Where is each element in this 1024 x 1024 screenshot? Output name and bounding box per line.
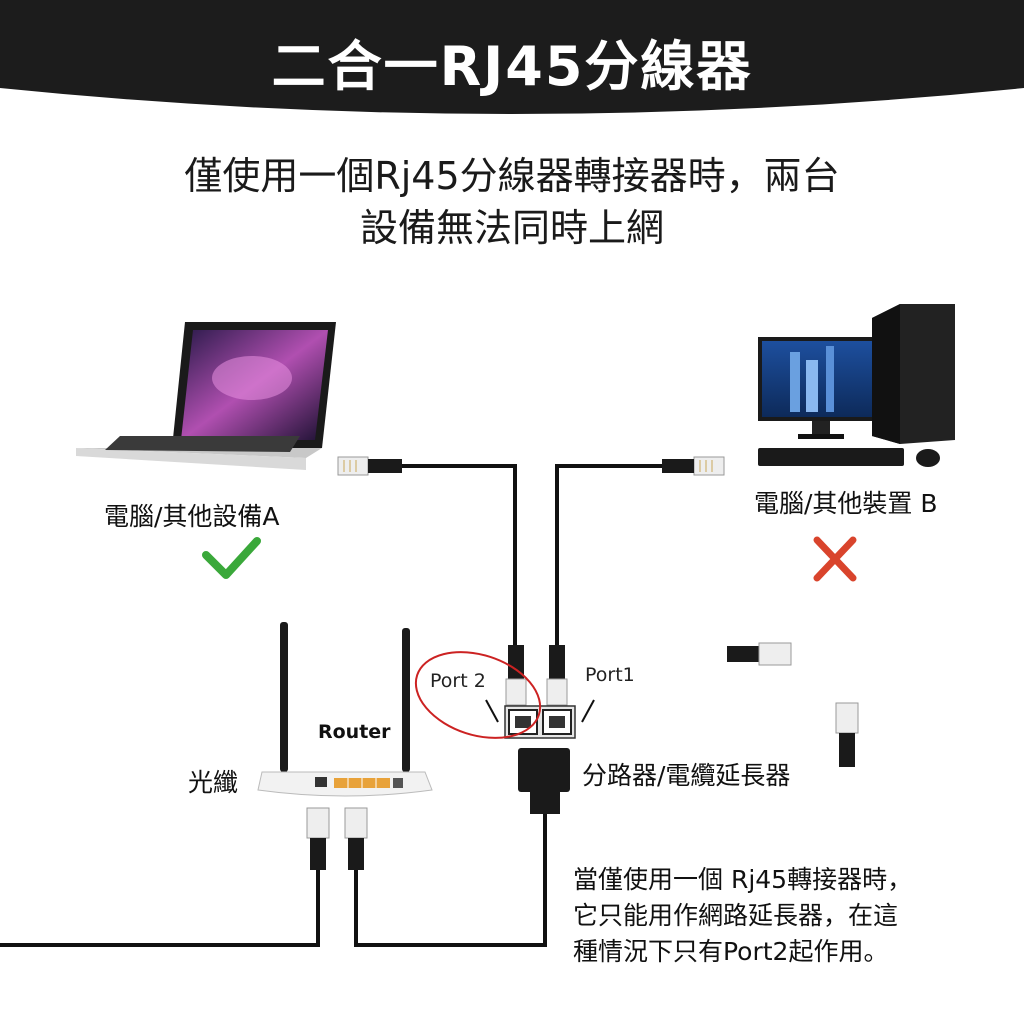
fiber-label: 光纖 <box>188 768 239 797</box>
device-b-label: 電腦/其他裝置 B <box>754 489 938 518</box>
rj45-plug-icon <box>727 642 792 666</box>
laptop-icon <box>76 322 336 470</box>
rj45-plug-icon <box>306 807 330 870</box>
router-icon <box>257 622 433 797</box>
splitter-label: 分路器/電纜延長器 <box>582 761 791 790</box>
note-line2: 它只能用作網路延長器，在這 <box>573 901 899 930</box>
banner-shape <box>0 0 1024 114</box>
desktop-pc-icon <box>758 304 955 467</box>
cables <box>0 464 662 947</box>
cross-icon <box>813 536 857 582</box>
rj45-plug-icon <box>344 807 368 870</box>
subtitle-line1: 僅使用一個Rj45分線器轉接器時，兩台 <box>184 154 840 198</box>
rj45-plug-icon <box>546 645 568 706</box>
router-label: Router <box>318 721 391 743</box>
port2-highlight <box>414 651 542 739</box>
header-banner: 二合一RJ45分線器 <box>0 0 1024 130</box>
check-icon <box>202 537 261 579</box>
rj45-plug-icon <box>835 702 859 767</box>
splitter-device <box>485 699 595 814</box>
rj45-plug-icon <box>337 456 402 476</box>
note-line1: 當僅使用一個 Rj45轉接器時， <box>573 865 913 894</box>
port2-label: Port 2 <box>430 670 486 692</box>
page-title: 二合一RJ45分線器 <box>271 35 753 98</box>
port1-label: Port1 <box>585 664 635 686</box>
subtitle-line2: 設備無法同時上網 <box>359 206 664 250</box>
explanation-note: 當僅使用一個 Rj45轉接器時， 它只能用作網路延長器，在這 種情況下只有Por… <box>573 862 912 970</box>
subtitle: 僅使用一個Rj45分線器轉接器時，兩台 設備無法同時上網 <box>80 150 944 254</box>
rj45-plug-icon <box>505 645 527 706</box>
note-line3: 種情況下只有Port2起作用。 <box>573 937 889 966</box>
rj45-plug-icon <box>662 456 725 476</box>
device-a-label: 電腦/其他設備A <box>104 502 280 531</box>
